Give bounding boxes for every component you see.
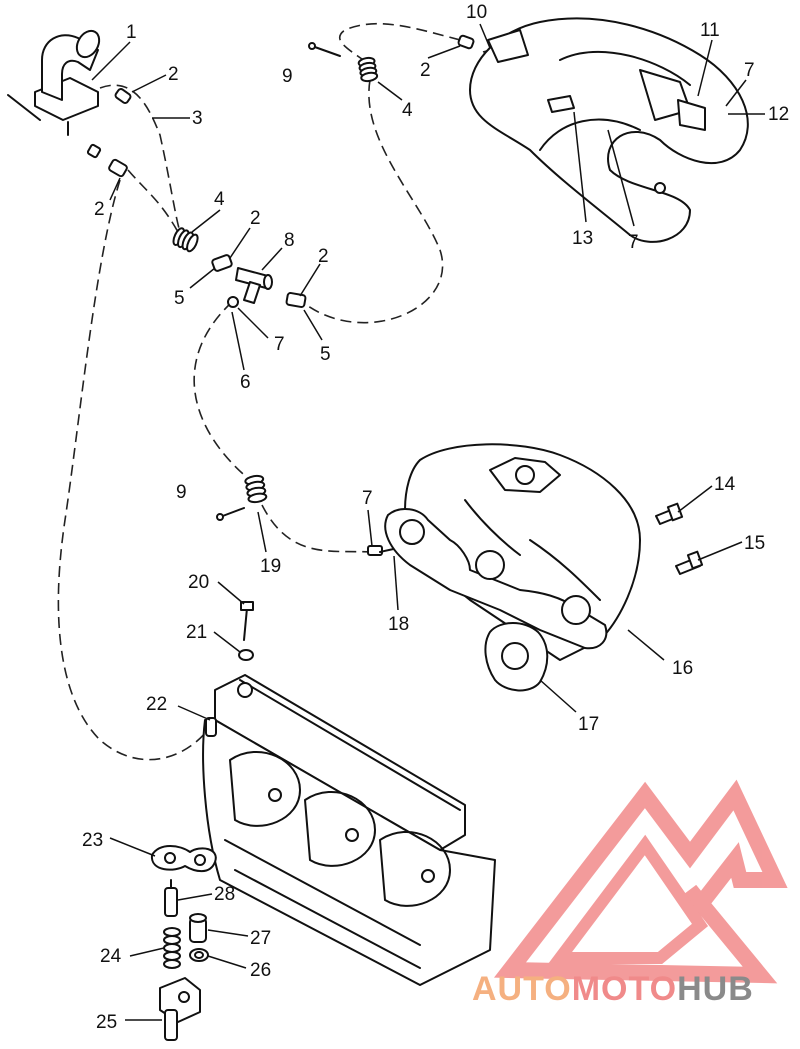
watermark-text: AUTOMOTOHUB xyxy=(472,970,754,1008)
callout-7: 7 xyxy=(628,232,639,253)
callout-16: 16 xyxy=(672,658,693,679)
callout-18: 18 xyxy=(388,614,409,635)
hose-upper-right xyxy=(338,22,469,63)
callout-27: 27 xyxy=(250,928,271,949)
callout-5: 5 xyxy=(320,344,331,365)
callout-5: 5 xyxy=(174,288,185,309)
part-20-bolt xyxy=(240,601,254,641)
callout-3: 3 xyxy=(192,108,203,129)
callout-11: 11 xyxy=(700,20,720,41)
exhaust-pipe xyxy=(469,17,749,243)
part-19-spring xyxy=(244,474,268,504)
callout-22: 22 xyxy=(146,694,167,715)
callout-2: 2 xyxy=(94,199,105,220)
watermark-hub: HUB xyxy=(677,970,754,1008)
callout-25: 25 xyxy=(96,1012,117,1033)
callout-8: 8 xyxy=(284,230,295,251)
callout-2: 2 xyxy=(250,208,261,229)
callout-2: 2 xyxy=(318,246,329,267)
part-21-washer xyxy=(238,649,254,661)
watermark-moto: MOTO xyxy=(572,970,677,1008)
callout-28: 28 xyxy=(214,884,235,905)
callout-26: 26 xyxy=(250,960,271,981)
part-25-housing xyxy=(159,977,201,1041)
part-8-tee xyxy=(235,267,273,304)
part-24-spring xyxy=(163,927,181,969)
hose-mid-loop xyxy=(193,301,251,481)
callout-12: 12 xyxy=(768,104,789,125)
callout-13: 13 xyxy=(572,228,593,249)
callout-17: 17 xyxy=(578,714,599,735)
callout-7: 7 xyxy=(274,334,285,355)
part-27-fitting xyxy=(189,913,207,943)
part-14-bolt xyxy=(655,502,684,525)
callout-23: 23 xyxy=(82,830,103,851)
hose-upper-left xyxy=(99,84,181,233)
callout-2: 2 xyxy=(168,64,179,85)
automotohub-watermark: AUTOMOTOHUB xyxy=(472,779,788,1008)
part-2-fittings xyxy=(86,34,475,308)
callout-9: 9 xyxy=(282,66,293,87)
hose-long-left xyxy=(57,179,216,761)
callout-21: 21 xyxy=(186,622,207,643)
callout-7: 7 xyxy=(362,488,373,509)
callout-10: 10 xyxy=(466,2,487,23)
engine-block xyxy=(202,674,496,986)
callout-1: 1 xyxy=(126,22,137,43)
callout-2: 2 xyxy=(420,60,431,81)
callout-19: 19 xyxy=(260,556,281,577)
part-9-screws xyxy=(216,42,341,521)
callout-labels: 1 2 3 2 4 2 8 2 5 7 5 6 9 4 2 10 11 7 12… xyxy=(82,2,789,1033)
part-26-washer xyxy=(189,948,209,962)
callout-7: 7 xyxy=(744,60,755,81)
hose-to-manifold xyxy=(261,504,373,553)
hose-big-loop xyxy=(299,79,444,324)
part-15-bolt xyxy=(675,550,704,575)
part-4-springs xyxy=(172,56,379,504)
part-16-manifold xyxy=(384,443,641,661)
callout-14: 14 xyxy=(714,474,736,495)
part-23-gasket xyxy=(150,845,217,873)
watermark-logo xyxy=(493,779,788,984)
hose-loop-left xyxy=(127,169,179,233)
callout-9: 9 xyxy=(176,482,187,503)
callout-24: 24 xyxy=(100,946,122,967)
callout-15: 15 xyxy=(744,533,765,554)
part-28-sensor xyxy=(164,879,178,917)
watermark-auto: AUTO xyxy=(472,970,572,1008)
part-1-elbow xyxy=(7,29,101,136)
part-17-gasket xyxy=(484,622,549,692)
callout-4: 4 xyxy=(402,100,413,121)
callout-4: 4 xyxy=(214,189,225,210)
leader-lines xyxy=(91,23,765,1021)
callout-20: 20 xyxy=(188,572,209,593)
callout-6: 6 xyxy=(240,372,251,393)
